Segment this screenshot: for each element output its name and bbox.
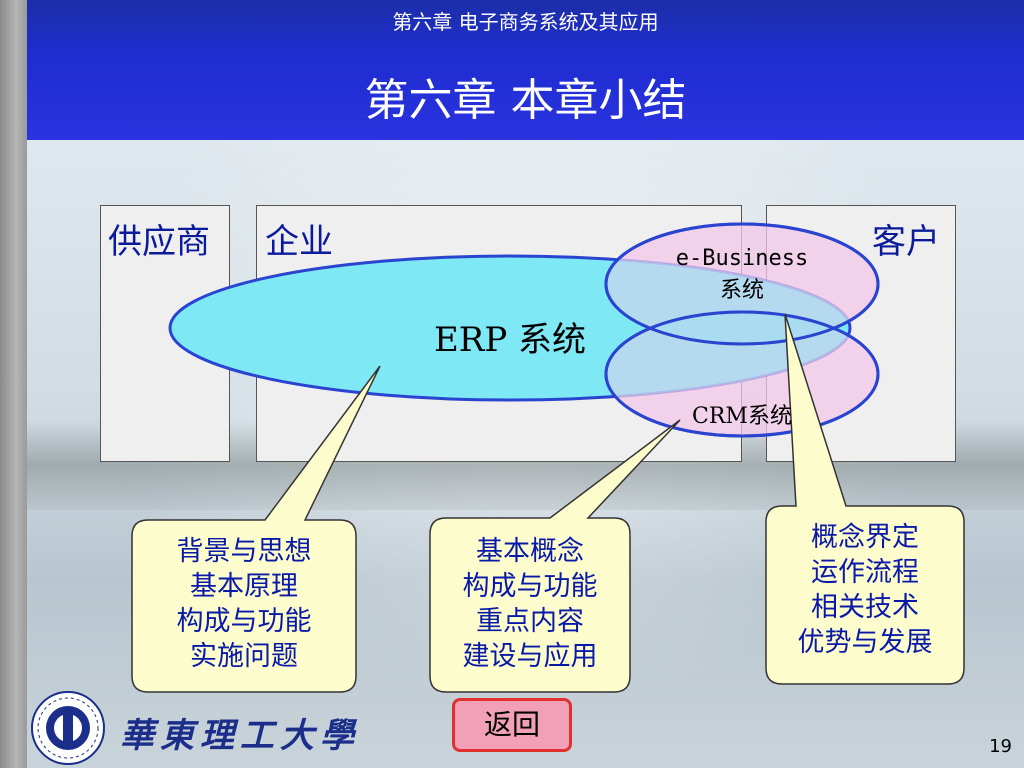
slide-header: 第六章 电子商务系统及其应用 第六章 本章小结	[27, 0, 1024, 140]
chapter-subtitle: 第六章 电子商务系统及其应用	[392, 10, 659, 34]
university-name: 華東理工大學	[120, 716, 360, 756]
ebusiness-overlap	[606, 256, 850, 344]
callout-right-text: 概念界定 运作流程 相关技术 优势与发展	[766, 520, 964, 660]
callout-left-line: 基本原理	[190, 571, 298, 602]
callout-right-line: 优势与发展	[797, 627, 933, 658]
callout-left-line: 构成与功能	[176, 606, 312, 637]
callout-middle-line: 建设与应用	[462, 641, 598, 672]
erp-label: ERP 系统	[433, 320, 587, 360]
left-edge-bar	[0, 0, 27, 768]
customer-label: 客户	[872, 222, 940, 262]
enterprise-label: 企业	[265, 222, 333, 262]
slide-title: 第六章 本章小结	[364, 75, 687, 126]
crm-label: CRM系统	[692, 404, 792, 429]
callout-left-line: 背景与思想	[176, 536, 312, 567]
supplier-label: 供应商	[108, 222, 210, 262]
callout-middle-line: 重点内容	[476, 606, 584, 637]
callout-right-line: 概念界定	[811, 522, 919, 553]
callout-middle-text: 基本概念 构成与功能 重点内容 建设与应用	[430, 534, 630, 674]
callout-left-line: 实施问题	[190, 641, 298, 672]
university-logo-icon	[31, 691, 105, 765]
callout-left-shape	[131, 365, 381, 693]
crm-outline	[604, 310, 880, 438]
callout-middle-line: 构成与功能	[462, 571, 598, 602]
callout-right-shape	[765, 313, 965, 685]
callout-left-text: 背景与思想 基本原理 构成与功能 实施问题	[132, 534, 356, 674]
callout-middle-line: 基本概念	[476, 536, 584, 567]
callout-middle-shape	[429, 419, 681, 693]
callout-right-line: 运作流程	[811, 557, 919, 588]
page-number: 19	[989, 736, 1012, 757]
ebusiness-label-line2: 系统	[719, 278, 764, 303]
ebusiness-outline	[604, 222, 880, 346]
crm-overlap	[606, 312, 850, 400]
callout-right-line: 相关技术	[811, 592, 919, 623]
ebusiness-label-line1: e-Business	[675, 246, 809, 271]
back-button[interactable]: 返回	[452, 698, 572, 752]
